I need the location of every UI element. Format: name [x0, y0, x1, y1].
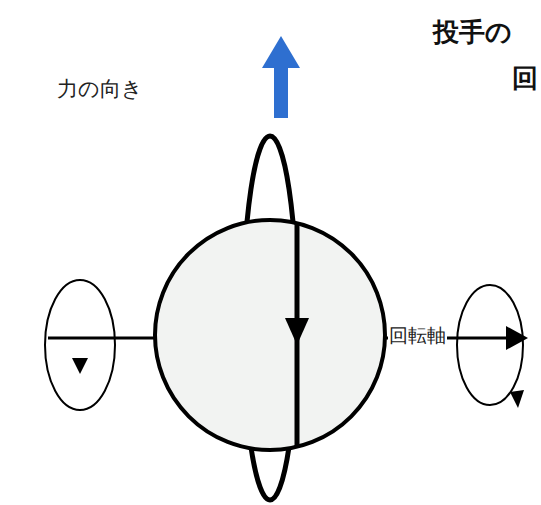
title-fragment: 回 [511, 64, 539, 93]
title-fragment: 投手の [432, 18, 513, 47]
rotation-arrowhead [510, 390, 524, 408]
rotation-arrowhead [72, 358, 88, 374]
axis-label: 回転軸 [388, 325, 447, 346]
spin-arrowhead [285, 318, 309, 345]
force-arrow [262, 36, 300, 118]
ball [155, 220, 385, 450]
axis-arrowhead [506, 326, 528, 350]
force-label: 力の向き [56, 78, 144, 101]
rotation-ellipse [45, 280, 115, 410]
rotation-ellipse [457, 285, 523, 405]
